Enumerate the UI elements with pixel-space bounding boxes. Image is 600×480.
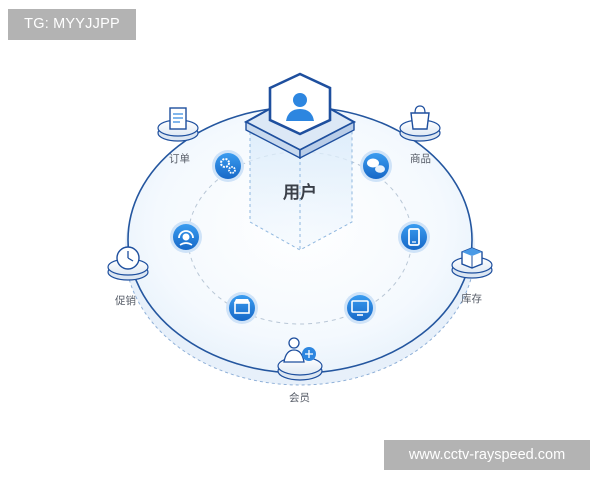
package-box-icon (461, 247, 483, 269)
product-node[interactable] (399, 105, 441, 142)
member-label: 会员 (289, 392, 310, 404)
user-hex-node[interactable] (243, 72, 357, 160)
promotion-node[interactable] (107, 246, 149, 281)
promotion-label: 促销 (115, 295, 136, 307)
order-node[interactable] (157, 107, 199, 142)
headset-service-icon[interactable] (170, 221, 202, 253)
member-icon (283, 337, 316, 363)
beam-dashed-edges (249, 132, 353, 251)
watermark-url: www.cctv-rayspeed.com (384, 440, 590, 470)
monitor-icon[interactable] (344, 292, 376, 324)
inventory-node[interactable] (451, 247, 493, 279)
center-user-label: 用户 (283, 183, 317, 203)
product-label: 商品 (410, 153, 431, 165)
clock-icon (116, 246, 140, 270)
document-icon (169, 107, 187, 130)
tg-badge: TG: MYYJJPP (8, 9, 136, 40)
storefront-icon[interactable] (226, 292, 258, 324)
order-label: 订单 (169, 153, 190, 165)
shopping-bag-icon (410, 105, 430, 130)
mobile-phone-icon[interactable] (398, 221, 430, 253)
member-node[interactable] (277, 337, 323, 381)
user-icon (286, 93, 314, 121)
settings-gears-icon[interactable] (212, 150, 244, 182)
chat-bubble-icon[interactable] (360, 150, 392, 182)
platform-lower-dashed-rim (124, 249, 476, 386)
inventory-label: 库存 (461, 293, 482, 305)
